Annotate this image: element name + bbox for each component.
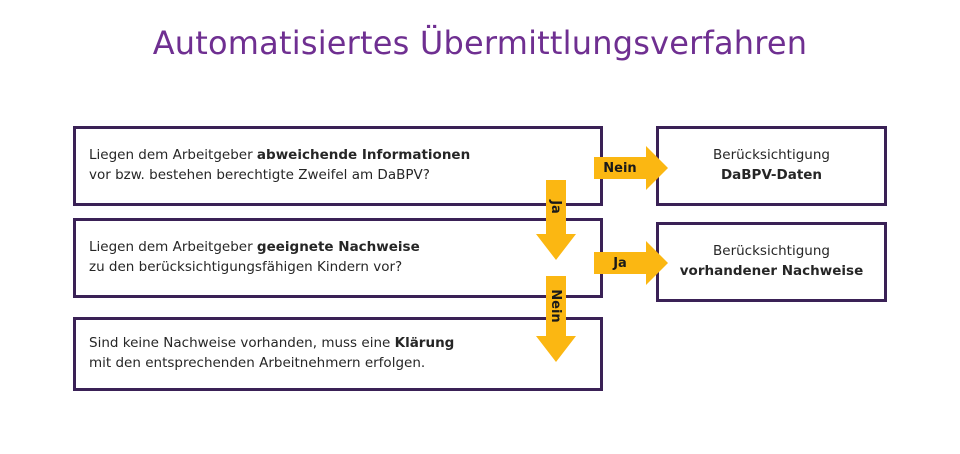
flow-box-result-dabpv-text: Berücksichtigung DaBPV-Daten [659,146,884,185]
o3-line1-bold: Klärung [394,335,455,352]
q1-line1-prefix: Liegen dem Arbeitgeber [89,147,257,164]
flow-box-question-1-text: Liegen dem Arbeitgeber abweichende Infor… [76,146,470,185]
arrow-down-icon [536,276,576,362]
q2-line1-bold: geeignete Nachweise [256,239,420,256]
flow-box-outcome-3[interactable]: Sind keine Nachweise vorhanden, muss ein… [73,317,603,391]
arrow-ja-to-nachweise: Ja [594,241,668,285]
r1-line1: Berücksichtigung [713,147,830,164]
q2-line1-prefix: Liegen dem Arbeitgeber [89,239,257,256]
flow-box-result-nachweise-text: Berücksichtigung vorhandener Nachweise [659,242,884,281]
o3-line2: mit den entsprechenden Arbeitnehmern erf… [89,355,426,371]
arrow-down-icon [536,180,576,260]
q1-line2: vor bzw. bestehen berechtigte Zweifel am… [89,167,430,183]
arrow-right-icon [594,241,668,285]
r1-line2-bold: DaBPV-Daten [720,167,823,183]
page-title: Automatisiertes Übermittlungsverfahren [152,24,808,62]
r2-line1: Berücksichtigung [713,243,830,260]
q2-line2: zu den berücksichtigungsfähigen Kindern … [89,259,403,275]
flow-box-result-dabpv[interactable]: Berücksichtigung DaBPV-Daten [656,126,887,206]
flow-box-result-nachweise[interactable]: Berücksichtigung vorhandener Nachweise [656,222,887,302]
flow-box-question-1[interactable]: Liegen dem Arbeitgeber abweichende Infor… [73,126,603,206]
arrow-nein-to-dabpv: Nein [594,146,668,190]
flow-box-question-2-text: Liegen dem Arbeitgeber geeignete Nachwei… [76,238,420,277]
q1-line1-bold: abweichende Informationen [256,147,471,164]
arrow-nein-down-to-outcome-3: Nein [536,276,576,362]
flow-box-outcome-3-text: Sind keine Nachweise vorhanden, muss ein… [76,334,454,373]
flow-box-question-2[interactable]: Liegen dem Arbeitgeber geeignete Nachwei… [73,218,603,298]
arrow-ja-down-to-question-2: Ja [536,180,576,260]
o3-line1-prefix: Sind keine Nachweise vorhanden, muss ein… [89,335,395,352]
r2-line2-bold: vorhandener Nachweise [679,263,864,279]
arrow-right-icon [594,146,668,190]
